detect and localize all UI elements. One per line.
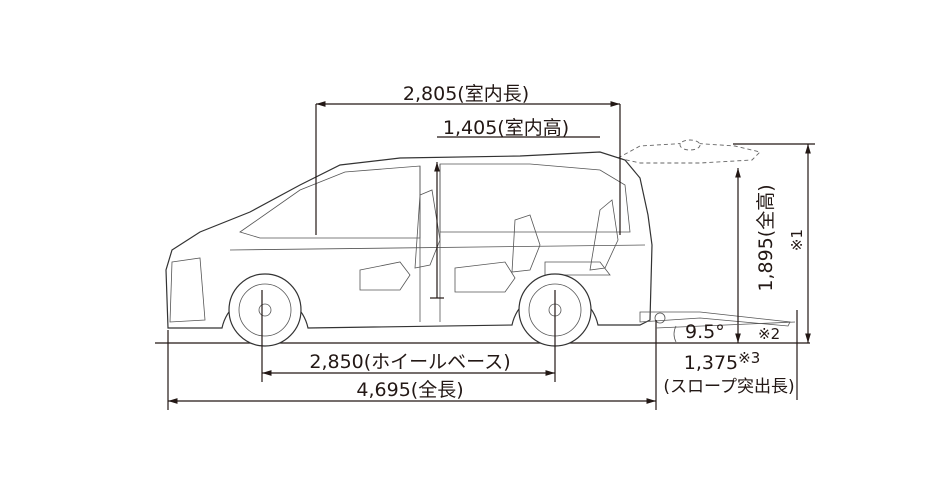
open-tailgate (616, 139, 761, 164)
wheelchair-ramp (639, 311, 791, 327)
note-2: ※2 (758, 325, 780, 343)
overall-height-dimension: 1,895(全高) (735, 168, 777, 343)
overall-height-label: 1,895(全高) (755, 184, 777, 291)
interior-length-label: 2,805(室内長) (403, 83, 529, 105)
max-height-dimension: ※1 (733, 143, 815, 343)
wheelbase-label: 2,850(ホイールベース) (309, 351, 510, 373)
ramp-angle: 9.5° ※2 (655, 321, 796, 343)
front-seat (359, 261, 411, 291)
ramp-length-value: 1,375 (684, 352, 738, 374)
interior-length-dimension: 2,805(室内長) (315, 83, 621, 235)
ramp-length-text: 1,375※3 (684, 349, 761, 374)
ramp-angle-label: 9.5° (685, 321, 725, 343)
front-wheel (228, 273, 302, 347)
second-row-seat (454, 261, 516, 293)
wheelbase-dimension: 2,850(ホイールベース) (261, 290, 556, 382)
ramp-length-label: (スロープ突出長) (663, 377, 794, 397)
overall-length-dimension: 4,695(全長) (167, 320, 657, 410)
note-3: ※3 (738, 349, 760, 367)
overall-length-label: 4,695(全長) (356, 379, 463, 401)
ramp-length-dimension: 1,375※3 (スロープ突出長) (663, 310, 798, 400)
front-grille (169, 257, 206, 323)
interior-height-label: 1,405(室内高) (443, 117, 569, 139)
interior-height-dimension: 1,405(室内高) (430, 117, 600, 299)
note-1: ※1 (788, 229, 806, 251)
